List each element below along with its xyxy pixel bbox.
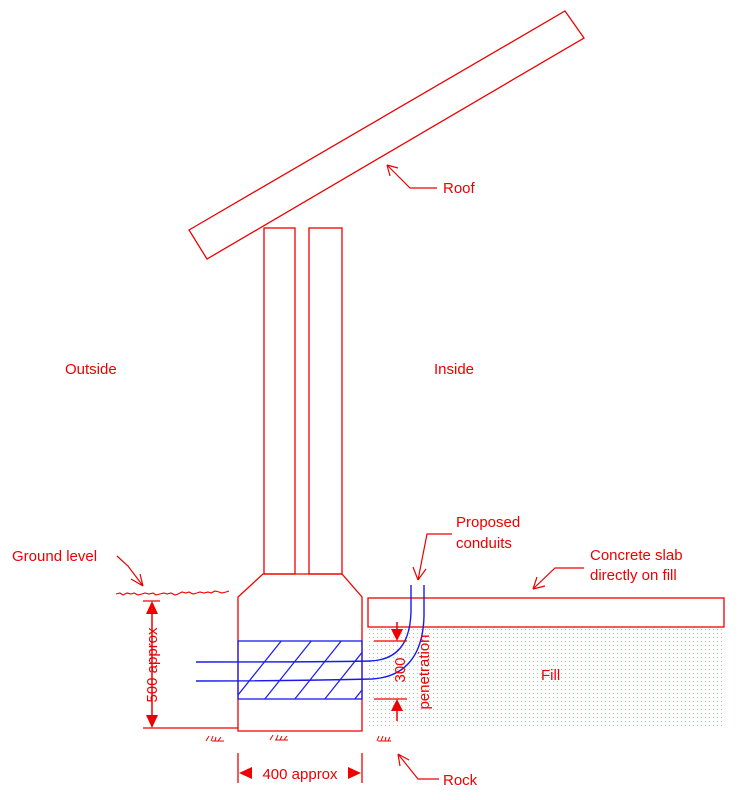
- conduit-lower: [195, 585, 425, 682]
- depth-dimension-label: 500 approx: [144, 627, 161, 703]
- penetration-word-label: penetration: [416, 634, 433, 709]
- conduit-penetration-zone: [237, 640, 363, 700]
- concrete-slab-label-line1: Concrete slab: [590, 547, 683, 564]
- depth-dimension: [143, 600, 238, 729]
- roof-beam: [188, 10, 585, 260]
- penetration-value-label: 300: [392, 657, 409, 682]
- penetration-dimension: [374, 622, 407, 721]
- rock-marking-left: [205, 735, 224, 742]
- rock-marking-center: [269, 734, 288, 741]
- ground-level-label: Ground level: [12, 548, 97, 565]
- wall-left-leaf: [263, 227, 296, 575]
- ground-level-line: [115, 590, 230, 596]
- proposed-conduits-label-line1: Proposed: [456, 514, 520, 531]
- fill-label: Fill: [541, 667, 560, 684]
- concrete-slab-label-line2: directly on fill: [590, 567, 677, 584]
- rock-label: Rock: [443, 772, 478, 789]
- proposed-conduits-leader-arrow: [412, 533, 452, 581]
- roof-label: Roof: [443, 180, 476, 197]
- rock-marking-right: [376, 735, 391, 742]
- outside-label: Outside: [65, 361, 117, 378]
- rock-leader-arrow: [397, 753, 439, 780]
- proposed-conduits-label-line2: conduits: [456, 535, 512, 552]
- fill-region: [368, 628, 724, 726]
- width-dimension: [237, 753, 363, 783]
- wall-right-leaf: [308, 227, 343, 575]
- width-dimension-label: 400 approx: [262, 766, 338, 783]
- concrete-slab: [367, 597, 725, 628]
- footing: [237, 573, 363, 732]
- roof-leader-arrow: [386, 164, 437, 189]
- inside-label: Inside: [434, 361, 474, 378]
- conduit-upper: [195, 585, 412, 663]
- slab-leader-arrow: [532, 567, 584, 590]
- ground-level-leader-arrow: [116, 555, 144, 587]
